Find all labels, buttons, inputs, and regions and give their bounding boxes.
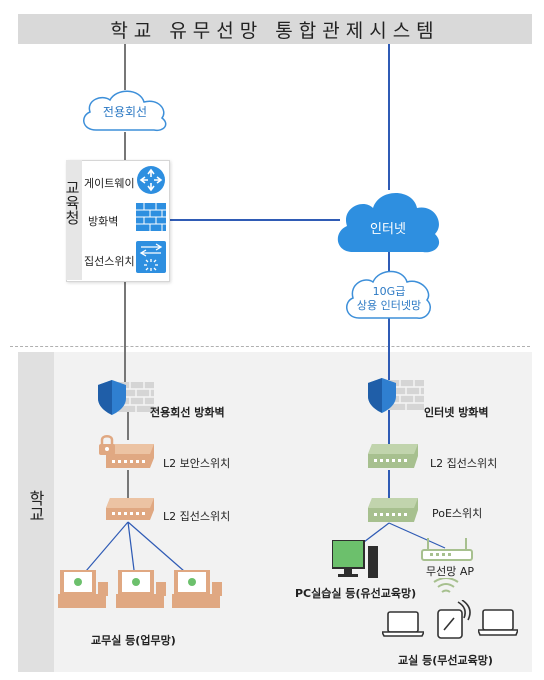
classroom-label: 교실 등(무선교육망) bbox=[398, 654, 493, 667]
monitor-icon bbox=[116, 568, 166, 608]
switch-icon bbox=[368, 498, 418, 522]
switch-icon bbox=[136, 241, 166, 273]
l2-aggregation-switch-right-device bbox=[366, 442, 418, 476]
lock-icon bbox=[99, 435, 115, 455]
core-switch-label: 집선스위치 bbox=[84, 255, 135, 268]
l2-aggregation-switch-left-device bbox=[104, 496, 154, 528]
cloud-icon bbox=[346, 270, 431, 319]
office-tab bbox=[66, 160, 82, 280]
monitor-icon bbox=[331, 539, 378, 578]
gateway-icon bbox=[137, 166, 165, 194]
school-zone-tab bbox=[18, 352, 54, 672]
office-label: 교육청 bbox=[63, 180, 81, 225]
l2-security-switch-label: L2 보안스위치 bbox=[163, 457, 231, 470]
leased-line-cloud: 전용회선 bbox=[78, 88, 172, 136]
internet-cloud: 인터넷 bbox=[333, 186, 443, 256]
poe-switch-label: PoE스위치 bbox=[432, 507, 483, 520]
access-point-icon bbox=[421, 538, 473, 561]
staff-pc-1 bbox=[58, 568, 110, 614]
staff-pc-3 bbox=[172, 568, 224, 614]
zone-divider bbox=[10, 346, 530, 347]
staff-pc-2 bbox=[116, 568, 168, 614]
l2-security-switch-device bbox=[98, 434, 156, 478]
switch-icon bbox=[106, 498, 154, 520]
internet-firewall-device bbox=[368, 376, 426, 420]
wireless-ap-label: 무선망 AP bbox=[426, 565, 475, 578]
internet-firewall-label: 인터넷 방화벽 bbox=[424, 406, 489, 419]
cloud-icon bbox=[337, 193, 440, 253]
commercial-line-cloud: 10G급 상용 인터넷망 bbox=[343, 268, 435, 322]
cloud-icon bbox=[83, 90, 167, 132]
switch-icon bbox=[368, 444, 418, 468]
wifi-icon bbox=[433, 578, 459, 593]
firewall-icon bbox=[368, 378, 424, 413]
monitor-icon bbox=[172, 568, 222, 608]
commercial-line-label-2: 상용 인터넷망 bbox=[356, 299, 422, 312]
firewall-label: 방화벽 bbox=[88, 215, 119, 228]
staff-room-label: 교무실 등(업무망) bbox=[91, 634, 176, 647]
l2-aggregation-switch-left-label: L2 집선스위치 bbox=[163, 510, 231, 523]
internet-label: 인터넷 bbox=[370, 222, 406, 237]
switch-icon bbox=[106, 444, 154, 468]
school-zone-label: 학교 bbox=[26, 490, 45, 522]
pc-lab-label: PC실습실 등(유선교육망) bbox=[295, 587, 417, 600]
page-title: 학교 유무선망 통합관제시스템 bbox=[110, 19, 440, 42]
leased-line-label: 전용회선 bbox=[102, 105, 148, 119]
leased-firewall-label: 전용회선 방화벽 bbox=[150, 406, 225, 419]
laptop-icon bbox=[382, 611, 424, 637]
gateway-label: 게이트웨이 bbox=[84, 177, 135, 190]
leased-firewall-device bbox=[98, 378, 156, 422]
laptop-icon bbox=[478, 609, 518, 636]
commercial-line-label-1: 10G급 bbox=[372, 285, 406, 298]
title-bar: 학교 유무선망 통합관제시스템 bbox=[18, 14, 532, 44]
firewall-icon bbox=[136, 203, 166, 231]
wireless-ap-device bbox=[420, 538, 474, 568]
firewall-icon bbox=[98, 380, 154, 415]
poe-switch-device bbox=[366, 496, 418, 530]
monitor-icon bbox=[58, 568, 108, 608]
pc-lab-computer bbox=[331, 539, 380, 586]
tablet-icon bbox=[437, 600, 471, 639]
l2-aggregation-switch-right-label: L2 집선스위치 bbox=[430, 457, 498, 470]
